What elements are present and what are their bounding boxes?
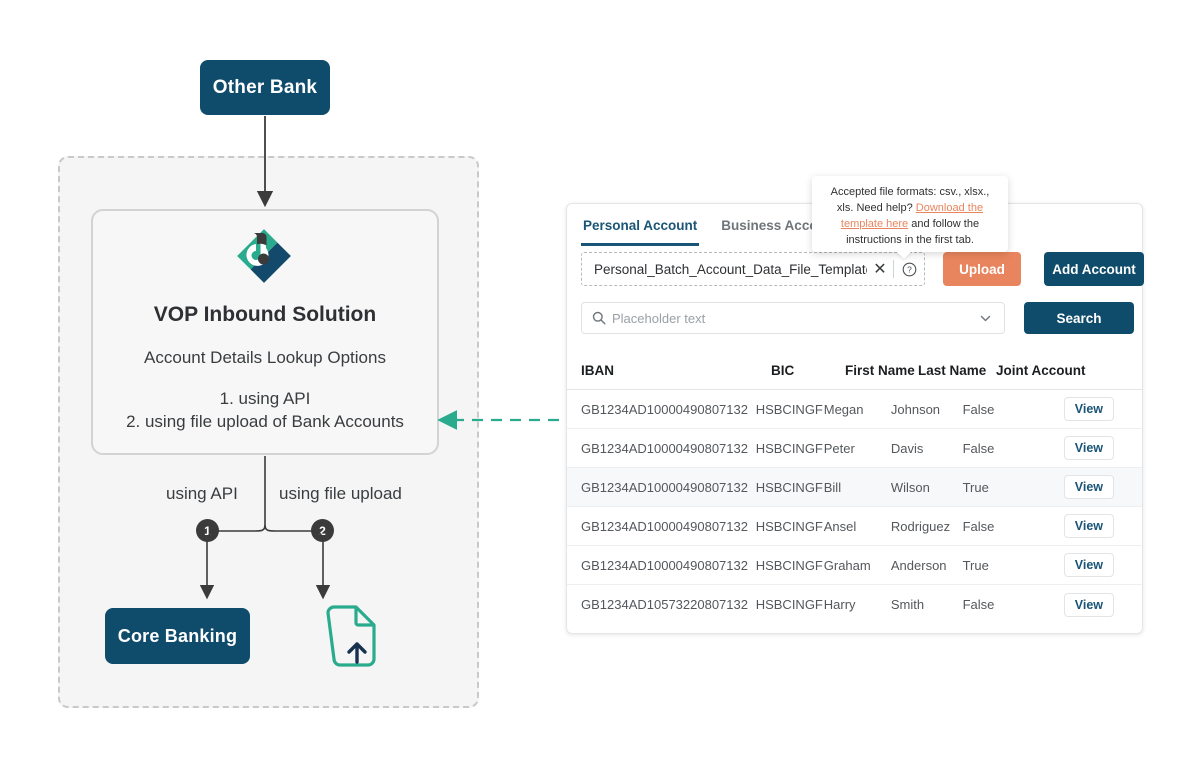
cell-joint-account: False <box>962 440 995 456</box>
step-badge-2: 2 <box>311 519 334 542</box>
file-format-tooltip: Accepted file formats: csv., xlsx., xls.… <box>812 176 1008 259</box>
upload-button[interactable]: Upload <box>943 252 1021 286</box>
search-button-label: Search <box>1056 310 1102 326</box>
core-banking-node: Core Banking <box>105 608 250 664</box>
upload-row: Personal_Batch_Account_Data_File_Templat… <box>581 252 1144 288</box>
cell-bic: HSBCINGF <box>755 597 823 612</box>
chevron-down-icon[interactable] <box>979 312 992 330</box>
download-template-link[interactable]: Download the template here <box>840 202 984 230</box>
view-button[interactable]: View <box>1063 553 1114 577</box>
cell-last-name: Johnson <box>890 401 941 417</box>
other-bank-node: Other Bank <box>200 60 330 115</box>
cell-first-name: Graham <box>823 557 871 573</box>
step-badge-1: 1 <box>196 519 219 542</box>
view-button[interactable]: View <box>1063 475 1114 499</box>
solution-title: VOP Inbound Solution <box>153 303 377 326</box>
close-icon[interactable]: ✕ <box>873 261 887 278</box>
file-input-field[interactable]: Personal_Batch_Account_Data_File_Templat… <box>581 252 925 286</box>
cell-last-name: Anderson <box>890 557 947 573</box>
tab-personal-account[interactable]: Personal Account <box>581 210 700 246</box>
cell-bic: HSBCINGF <box>755 440 823 456</box>
table-row[interactable]: GB1234AD10573220807132 HSBCINGF Harry Sm… <box>567 585 1142 624</box>
cell-joint-account: True <box>962 479 989 495</box>
divider <box>893 260 894 278</box>
table-header-row: IBAN BIC First Name Last Name Joint Acco… <box>567 352 1142 390</box>
search-placeholder-text: Placeholder text <box>612 310 706 326</box>
view-button[interactable]: View <box>1063 592 1114 617</box>
table-row[interactable]: GB1234AD10000490807132 HSBCINGF Peter Da… <box>567 429 1142 468</box>
column-header-joint-account: Joint Account <box>996 363 1086 378</box>
cell-iban: GB1234AD10573220807132 <box>581 597 748 612</box>
tooltip-pointer <box>896 251 912 259</box>
view-button[interactable]: View <box>1063 397 1114 421</box>
tab-personal-account-label: Personal Account <box>583 218 698 233</box>
view-button[interactable]: View <box>1063 436 1114 460</box>
cell-last-name: Rodriguez <box>890 518 951 534</box>
cell-iban: GB1234AD10000490807132 <box>581 479 748 495</box>
add-account-button[interactable]: Add Account <box>1044 252 1144 286</box>
table-row[interactable]: GB1234AD10000490807132 HSBCINGF Graham A… <box>567 546 1142 585</box>
cell-first-name: Harry <box>823 597 856 612</box>
cell-bic: HSBCINGF <box>755 479 823 495</box>
accounts-panel: Personal Account Business Account Person… <box>566 203 1144 634</box>
branch-label-using-file-upload: using file upload <box>279 484 402 503</box>
search-button[interactable]: Search <box>1024 302 1134 334</box>
cell-last-name: Wilson <box>890 479 930 495</box>
step-badge-1-label: 1 <box>204 523 211 538</box>
tooltip-line-1: Accepted file formats: csv., xlsx., xls. <box>830 186 990 214</box>
cell-bic: HSBCINGF <box>755 401 823 417</box>
table-row[interactable]: GB1234AD10000490807132 HSBCINGF Bill Wil… <box>567 468 1142 507</box>
other-bank-label: Other Bank <box>212 76 318 98</box>
cell-iban: GB1234AD10000490807132 <box>581 401 748 417</box>
cell-bic: HSBCINGF <box>755 518 823 534</box>
upload-button-label: Upload <box>959 261 1005 277</box>
search-icon <box>592 311 606 325</box>
account-type-tabs: Personal Account Business Account <box>581 210 841 246</box>
cell-joint-account: False <box>962 597 995 612</box>
brand-logo-icon <box>236 227 292 285</box>
add-account-button-label: Add Account <box>1052 261 1136 277</box>
cell-joint-account: False <box>962 401 995 417</box>
column-header-first-name: First Name <box>845 363 915 378</box>
cell-first-name: Peter <box>823 440 855 456</box>
column-header-last-name: Last Name <box>918 363 987 378</box>
cell-iban: GB1234AD10000490807132 <box>581 440 748 456</box>
tooltip-line-2-prefix: Need help? <box>856 202 916 214</box>
accounts-table: IBAN BIC First Name Last Name Joint Acco… <box>567 352 1142 624</box>
branch-label-using-api: using API <box>166 484 238 503</box>
view-button[interactable]: View <box>1063 514 1114 538</box>
cell-first-name: Megan <box>823 401 864 417</box>
lookup-option-1: 1. using API <box>219 389 311 408</box>
search-input[interactable]: Placeholder text <box>581 302 1005 334</box>
svg-text:?: ? <box>907 264 912 274</box>
cell-iban: GB1234AD10000490807132 <box>581 518 748 534</box>
tab-business-account[interactable]: Business Account <box>719 210 840 246</box>
table-row[interactable]: GB1234AD10000490807132 HSBCINGF Ansel Ro… <box>567 507 1142 546</box>
column-header-bic: BIC <box>771 363 795 378</box>
question-mark-icon[interactable]: ? <box>894 262 924 277</box>
search-row: Placeholder text Search <box>581 302 1134 334</box>
cell-first-name: Bill <box>823 479 842 495</box>
lookup-option-2: 2. using file upload of Bank Accounts <box>126 412 404 431</box>
step-badge-2-label: 2 <box>319 523 326 538</box>
selected-file-name: Personal_Batch_Account_Data_File_Templat… <box>594 261 867 277</box>
cell-joint-account: False <box>962 518 995 534</box>
table-row[interactable]: GB1234AD10000490807132 HSBCINGF Megan Jo… <box>567 390 1142 429</box>
cell-last-name: Davis <box>890 440 924 456</box>
cell-joint-account: True <box>962 557 989 573</box>
file-upload-icon <box>323 605 381 672</box>
cell-bic: HSBCINGF <box>755 557 823 573</box>
tooltip-line-2-suffix: and follow the instructions in the first… <box>846 218 980 246</box>
column-header-iban: IBAN <box>581 363 614 378</box>
solution-subtitle: Account Details Lookup Options <box>144 348 386 367</box>
cell-first-name: Ansel <box>823 518 857 534</box>
tab-business-account-label: Business Account <box>721 218 839 233</box>
cell-last-name: Smith <box>890 597 925 612</box>
core-banking-label: Core Banking <box>117 625 238 646</box>
cell-iban: GB1234AD10000490807132 <box>581 557 748 573</box>
